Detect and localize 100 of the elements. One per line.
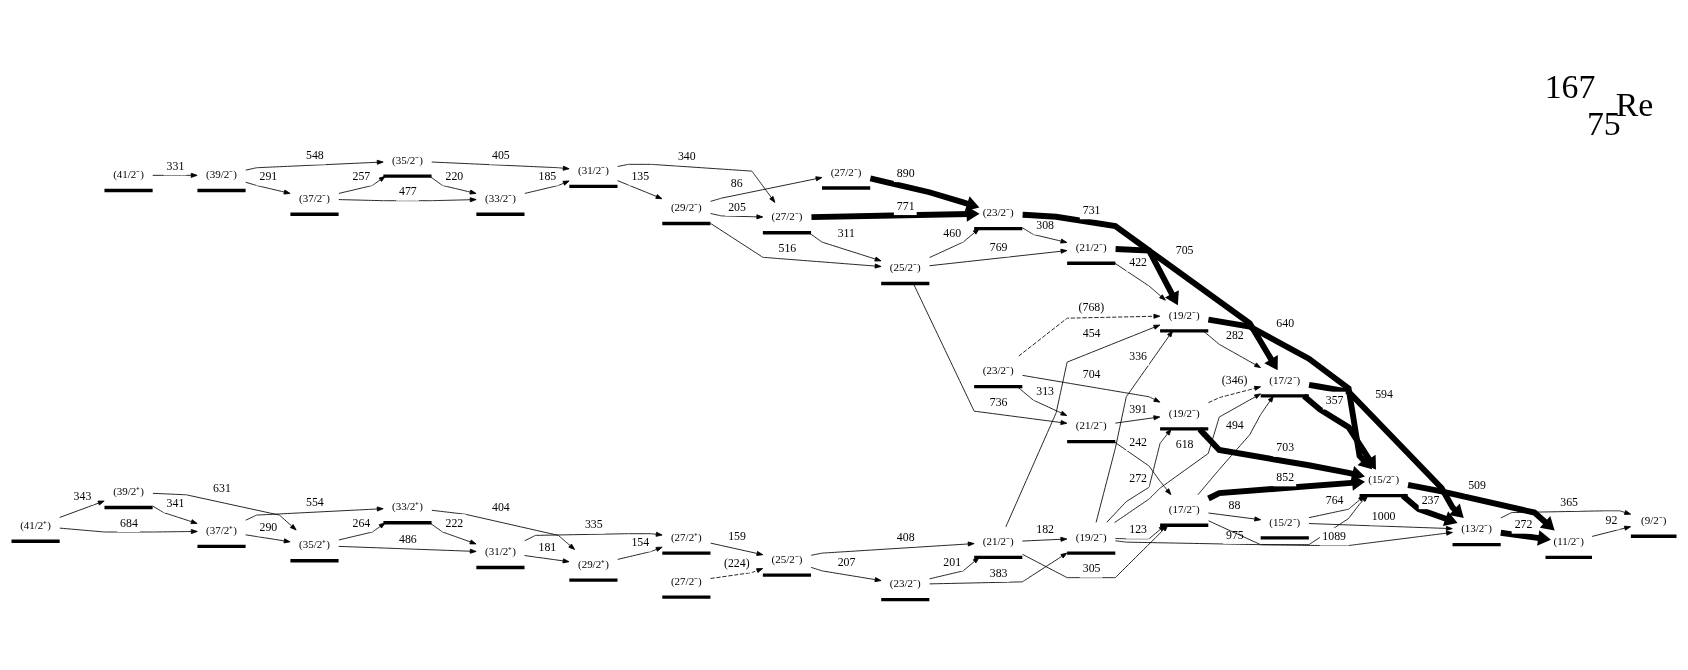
edge-label: (768) xyxy=(1078,299,1105,314)
edge-label: 594 xyxy=(1375,386,1393,401)
edge-label: 890 xyxy=(896,165,915,180)
node-text: (39/2⁻) xyxy=(206,167,237,180)
edge-label: 242 xyxy=(1129,434,1147,449)
node-text: (33/2⁻) xyxy=(485,191,516,204)
node-text: (41/2⁺) xyxy=(20,518,51,531)
edge-label: 331 xyxy=(166,158,185,173)
node-text: (15/2⁻) xyxy=(1269,515,1301,528)
node-text: (25/2⁻) xyxy=(889,260,921,273)
node-text: (21/2⁻) xyxy=(982,534,1014,547)
node-text: (21/2⁻) xyxy=(1075,418,1107,431)
edge-label: 154 xyxy=(631,534,650,549)
node-text: (11/2⁻) xyxy=(1553,534,1584,547)
edge-label: 705 xyxy=(1175,242,1194,257)
node-text: (29/2⁻) xyxy=(670,200,702,213)
edge-label: 764 xyxy=(1325,492,1344,507)
node-text: (29/2⁺) xyxy=(578,557,609,570)
edge-label: 220 xyxy=(445,168,464,183)
edge-label: 222 xyxy=(445,515,464,530)
edge-label: 404 xyxy=(491,499,510,514)
edge-label: 92 xyxy=(1605,512,1618,527)
edge-label: 1089 xyxy=(1322,528,1347,543)
edge-label: 391 xyxy=(1129,401,1147,416)
node-text: (17/2⁻) xyxy=(1168,502,1200,515)
edge-label: 291 xyxy=(259,168,278,183)
edge-label: (224) xyxy=(723,555,750,570)
edge-label: 704 xyxy=(1082,366,1101,381)
node-text: (27/2⁻) xyxy=(771,209,803,222)
node-text: (31/2⁻) xyxy=(578,163,609,176)
node-text: (23/2⁻) xyxy=(982,205,1014,218)
edge-label: 272 xyxy=(1514,516,1533,531)
node-text: (35/2⁺) xyxy=(299,537,330,550)
edge-label: 237 xyxy=(1421,492,1440,507)
edge-label: 185 xyxy=(538,168,557,183)
edge-label: 477 xyxy=(399,183,417,198)
edge-label: 736 xyxy=(989,394,1008,409)
edge-label: 135 xyxy=(631,168,650,183)
node-text: (27/2⁺) xyxy=(670,530,702,543)
edge-label: 554 xyxy=(306,494,324,509)
edge-label: 264 xyxy=(352,515,371,530)
edge-label: 201 xyxy=(943,554,962,569)
edge-label: 494 xyxy=(1226,417,1244,432)
edge-label: 365 xyxy=(1560,494,1579,509)
node-text: (37/2⁻) xyxy=(299,191,330,204)
edge-label: 383 xyxy=(989,565,1008,580)
edge-label: 123 xyxy=(1129,521,1147,536)
edge-label: 88 xyxy=(1228,497,1241,512)
node-text: (27/2⁻) xyxy=(670,574,702,587)
edge-label: 771 xyxy=(896,198,915,213)
edge-label: 290 xyxy=(259,519,278,534)
edge-label: 207 xyxy=(837,554,856,569)
node-text: (21/2⁻) xyxy=(1075,240,1107,253)
edge-label: 454 xyxy=(1082,325,1101,340)
edge-label: 313 xyxy=(1036,383,1055,398)
edge-label: 405 xyxy=(491,147,510,162)
edge-label: 308 xyxy=(1036,217,1055,232)
node-text: (17/2⁻) xyxy=(1269,373,1301,386)
edge-label: 357 xyxy=(1325,392,1344,407)
edge-label: 343 xyxy=(73,488,92,503)
edge-label: 1000 xyxy=(1371,508,1396,523)
edge-label: 640 xyxy=(1276,315,1295,330)
edge-label: 684 xyxy=(120,515,138,530)
edge-label: 769 xyxy=(989,239,1008,254)
edge-label: 335 xyxy=(584,516,603,531)
edge-label: 631 xyxy=(213,480,231,495)
edge-label: 422 xyxy=(1129,254,1147,269)
edge-label: 311 xyxy=(837,225,855,240)
node-text: (37/2⁺) xyxy=(206,523,237,536)
node-text: (19/2⁻) xyxy=(1075,530,1107,543)
node-text: (27/2⁻) xyxy=(830,165,862,178)
node-text: (13/2⁻) xyxy=(1461,521,1493,534)
node-text: (41/2⁻) xyxy=(113,167,144,180)
edge-label: 257 xyxy=(352,168,371,183)
node-text: (15/2⁻) xyxy=(1368,472,1400,485)
edge-label: 340 xyxy=(677,148,696,163)
edge-label: 516 xyxy=(778,240,797,255)
edge-label: 408 xyxy=(896,529,915,544)
edge-label: 86 xyxy=(730,175,743,190)
edge-label: 272 xyxy=(1129,470,1147,485)
node-text: (25/2⁻) xyxy=(771,552,803,565)
edge-label: 282 xyxy=(1226,327,1244,342)
node-text: (9/2⁻) xyxy=(1641,513,1667,526)
edge-label: 460 xyxy=(943,225,962,240)
edge-label: 205 xyxy=(728,199,746,214)
edge-label: 548 xyxy=(306,147,324,162)
node-text: (19/2⁻) xyxy=(1168,406,1200,419)
node-text: (23/2⁻) xyxy=(889,576,921,589)
edge-label: 852 xyxy=(1276,469,1295,484)
edge-label: 336 xyxy=(1129,348,1147,363)
edge-label: 703 xyxy=(1276,439,1295,454)
node-text: (19/2⁻) xyxy=(1168,308,1200,321)
edge-label: 182 xyxy=(1036,521,1055,536)
edge-label: 159 xyxy=(728,528,746,543)
edge-label: (346) xyxy=(1221,372,1248,387)
node-text: (31/2⁺) xyxy=(485,544,516,557)
edge-label: 509 xyxy=(1468,477,1486,492)
edge-label: 341 xyxy=(166,495,185,510)
node-text: (33/2⁺) xyxy=(392,499,423,512)
edge-label: 486 xyxy=(399,531,417,546)
